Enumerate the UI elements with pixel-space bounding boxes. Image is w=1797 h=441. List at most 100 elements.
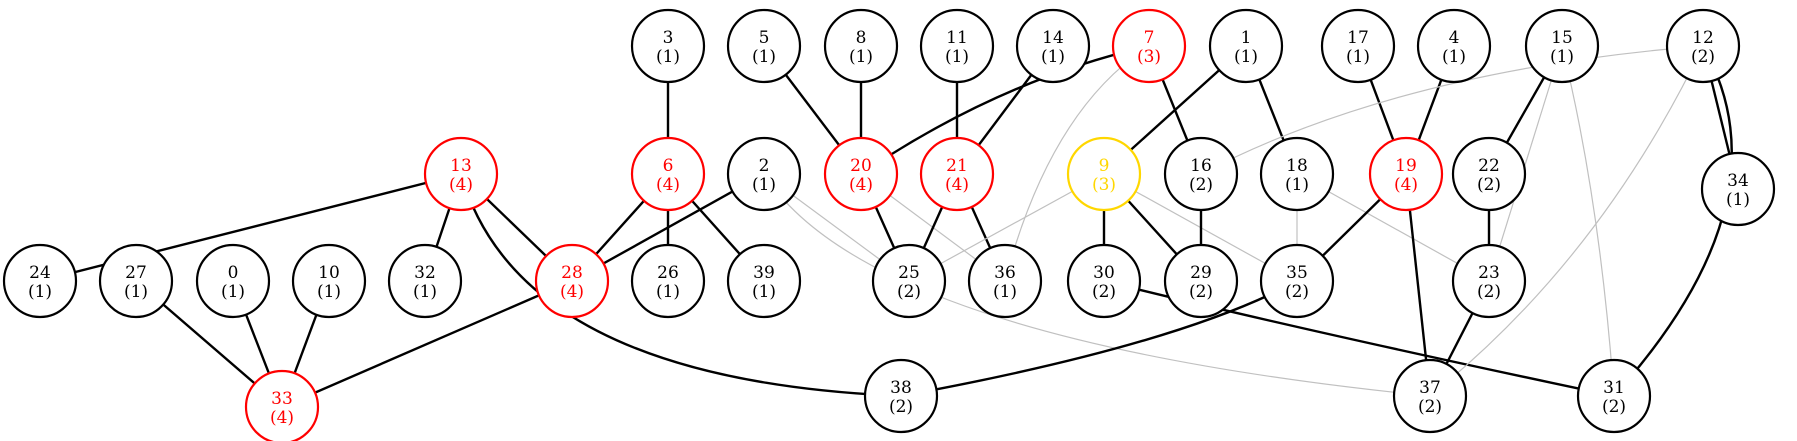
node-circle [1111,8,1187,84]
node-9[interactable]: 9(3) [1066,136,1142,212]
node-21[interactable]: 21(4) [919,136,995,212]
node-label: 33 [271,389,293,409]
node-30[interactable]: 30(2) [1066,243,1142,319]
node-circle [919,8,995,84]
node-10[interactable]: 10(1) [291,243,367,319]
node-13[interactable]: 13(4) [423,136,499,212]
node-7[interactable]: 7(3) [1111,8,1187,84]
edge-15-31 [1561,45,1615,397]
node-count: (1) [1550,47,1574,67]
node-26[interactable]: 26(1) [630,243,706,319]
edge-15-23 [1488,45,1563,282]
node-0[interactable]: 0(1) [195,243,271,319]
node-label: 36 [994,263,1016,283]
node-16[interactable]: 16(2) [1163,136,1239,212]
node-23[interactable]: 23(2) [1451,243,1527,319]
node-4[interactable]: 4(1) [1416,8,1492,84]
node-label: 30 [1093,263,1115,283]
node-25[interactable]: 25(2) [871,243,947,319]
node-count: (2) [1602,397,1626,417]
node-circle [630,8,706,84]
node-circle [823,136,899,212]
node-circle [726,136,802,212]
node-count: (1) [1346,47,1370,67]
node-circle [1451,243,1527,319]
node-36[interactable]: 36(1) [967,243,1043,319]
node-label: 31 [1603,378,1625,398]
node-label: 3 [663,28,674,48]
node-circle [630,136,706,212]
node-count: (1) [1442,47,1466,67]
node-29[interactable]: 29(2) [1163,243,1239,319]
node-count: (4) [560,282,584,302]
node-count: (1) [656,47,680,67]
node-circle [1163,136,1239,212]
node-label: 20 [850,156,872,176]
node-11[interactable]: 11(1) [919,8,995,84]
node-label: 6 [663,156,674,176]
node-19[interactable]: 19(4) [1368,136,1444,212]
node-label: 10 [318,263,340,283]
node-circle [1320,8,1396,84]
node-5[interactable]: 5(1) [726,8,802,84]
node-8[interactable]: 8(1) [823,8,899,84]
node-label: 21 [946,156,968,176]
node-circle [1368,136,1444,212]
node-label: 23 [1478,263,1500,283]
node-18[interactable]: 18(1) [1259,136,1335,212]
edge-19-37 [1404,173,1432,397]
node-count: (1) [752,175,776,195]
node-count: (4) [270,408,294,428]
node-count: (1) [849,47,873,67]
node-circle [2,243,78,319]
node-count: (2) [1418,397,1442,417]
node-label: 25 [898,263,920,283]
node-22[interactable]: 22(2) [1451,136,1527,212]
node-31[interactable]: 31(2) [1576,358,1652,434]
node-3[interactable]: 3(1) [630,8,706,84]
node-circle [195,243,271,319]
node-count: (1) [752,282,776,302]
node-count: (2) [1477,175,1501,195]
node-17[interactable]: 17(1) [1320,8,1396,84]
node-39[interactable]: 39(1) [726,243,802,319]
node-24[interactable]: 24(1) [2,243,78,319]
node-label: 2 [759,156,770,176]
node-2[interactable]: 2(1) [726,136,802,212]
node-1[interactable]: 1(1) [1208,8,1284,84]
node-circle [1208,8,1284,84]
node-14[interactable]: 14(1) [1015,8,1091,84]
node-6[interactable]: 6(4) [630,136,706,212]
node-label: 8 [856,28,867,48]
node-label: 5 [759,28,770,48]
edge-7-20 [860,44,1150,175]
node-label: 29 [1190,263,1212,283]
node-15[interactable]: 15(1) [1524,8,1600,84]
node-count: (1) [28,282,52,302]
node-27[interactable]: 27(1) [98,243,174,319]
node-35[interactable]: 35(2) [1259,243,1335,319]
node-label: 39 [753,263,775,283]
node-count: (2) [1189,175,1213,195]
node-circle [1700,151,1776,227]
node-count: (1) [124,282,148,302]
node-38[interactable]: 38(2) [863,358,939,434]
node-37[interactable]: 37(2) [1392,358,1468,434]
node-count: (2) [1477,282,1501,302]
node-32[interactable]: 32(1) [387,243,463,319]
node-34[interactable]: 34(1) [1700,151,1776,227]
node-label: 24 [29,263,51,283]
node-circle [1066,136,1142,212]
node-label: 0 [228,263,239,283]
edge-12-16 [1200,45,1704,175]
node-28[interactable]: 28(4) [534,243,610,319]
node-circle [871,243,947,319]
node-circle [1392,358,1468,434]
node-circle [1015,8,1091,84]
node-circle [726,8,802,84]
node-label: 19 [1395,156,1417,176]
node-33[interactable]: 33(4) [244,369,320,441]
node-20[interactable]: 20(4) [823,136,899,212]
node-12[interactable]: 12(2) [1665,8,1741,84]
node-count: (1) [656,282,680,302]
